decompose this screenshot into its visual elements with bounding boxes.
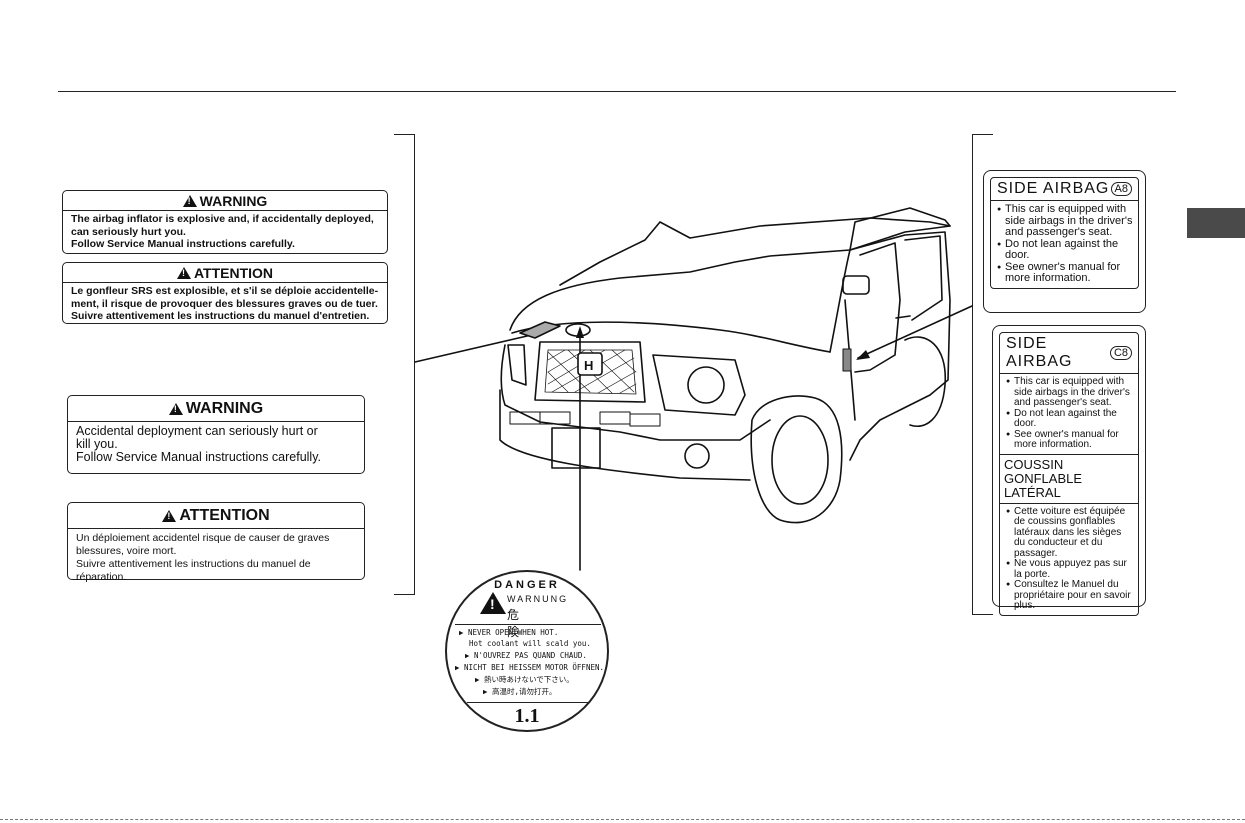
- warning-triangle-icon: [168, 403, 183, 415]
- danger-line: ▶ N'OUVREZ PAS QUAND CHAUD.: [465, 651, 587, 660]
- list-item: Cette voiture est équipée de coussins go…: [1006, 506, 1134, 560]
- danger-line: ▶ 熱い時あけないで下さい。: [475, 675, 574, 684]
- pressure-rating: 1.1: [514, 705, 540, 727]
- list-item: Ne vous appuyez pas sur la porte.: [1006, 558, 1134, 580]
- vehicle-a-pillar: [829, 249, 851, 353]
- bumper-slots: [509, 411, 661, 427]
- vehicle-side-body: [849, 231, 951, 461]
- side-airbag-list: This car is equipped with side airbags i…: [1000, 374, 1138, 454]
- side-airbag-title: SIDE AIRBAG C8: [1000, 333, 1138, 374]
- deployment-attention-label: ATTENTION Un déploiement accidentel risq…: [67, 502, 365, 583]
- inflator-warning-label: WARNING The airbag inflator is explosive…: [62, 190, 388, 254]
- side-airbag-label-a8: SIDE AIRBAG A8 This car is equipped with…: [983, 170, 1146, 313]
- headlight-left: [507, 344, 527, 386]
- warning-triangle-icon: [176, 267, 191, 279]
- deployment-warning-label: WARNING Accidental deployment can seriou…: [67, 395, 365, 474]
- inflator-warning-heading: WARNING: [63, 193, 387, 211]
- warning-triangle-icon: [162, 510, 177, 522]
- arrow-head-icon: [856, 350, 870, 360]
- door-handle: [895, 315, 911, 319]
- honda-logo-icon: H: [584, 358, 593, 373]
- vehicle-grille: [534, 341, 646, 403]
- deployment-warning-text: Accidental deployment can seriously hurt…: [76, 424, 322, 464]
- coussin-gonflable-title: COUSSIN GONFLABLE LATÉRAL: [1000, 453, 1138, 504]
- label-code-badge: A8: [1110, 182, 1132, 196]
- danger-line: ▶ NEVER OPEN WHEN HOT.: [459, 628, 559, 637]
- front-wheel-tire: [750, 395, 843, 524]
- page-header-rule: [58, 91, 1176, 92]
- side-airbag-label-c8: SIDE AIRBAG C8 This car is equipped with…: [992, 325, 1146, 616]
- vehicle-bumper-top: [500, 344, 771, 441]
- section-tab-marker: [1187, 208, 1245, 238]
- vehicle-rear-window: [904, 235, 943, 321]
- inflator-attention-label: ATTENTION Le gonfleur SRS est explosible…: [62, 262, 388, 324]
- radiator-cap-danger-label: DANGER WARNUNG 危 険 ▶ NEVER OPEN WHEN HOT…: [445, 570, 609, 732]
- inflator-attention-heading: ATTENTION: [63, 265, 387, 283]
- warnung-heading: WARNUNG: [507, 594, 569, 604]
- danger-divider: [467, 702, 589, 703]
- left-label-group-bracket: [394, 134, 415, 595]
- deployment-attention-heading: ATTENTION: [68, 505, 364, 529]
- list-item: See owner's manual for more information.: [997, 261, 1134, 285]
- coussin-gonflable-list: Cette voiture est équipée de coussins go…: [1000, 504, 1138, 615]
- leader-line: [857, 305, 973, 359]
- danger-divider: [455, 624, 601, 625]
- grille-mesh-pattern: [547, 349, 637, 394]
- warning-triangle-icon: [182, 195, 197, 207]
- list-item: Do not lean against the door.: [997, 238, 1134, 262]
- headlight-lens: [687, 366, 725, 404]
- right-label-group-bracket: [972, 134, 993, 615]
- page-footer-rule: [0, 819, 1245, 820]
- leader-line: [414, 332, 541, 363]
- honda-logo-emblem: [577, 352, 603, 376]
- danger-line: Hot coolant will scald you.: [469, 639, 591, 648]
- danger-line: ▶ 高温时,请勿打开。: [483, 687, 557, 696]
- vehicle-roof-outline: [509, 217, 951, 331]
- headlight-right: [652, 354, 746, 416]
- side-airbag-list: This car is equipped with side airbags i…: [991, 201, 1138, 288]
- inflator-warning-text: The airbag inflator is explosive and, if…: [71, 213, 374, 250]
- deployment-attention-text: Un déploiement accidentel risque de caus…: [76, 532, 330, 583]
- vehicle-bumper-bottom: [499, 389, 751, 481]
- side-airbag-label-location: [842, 348, 852, 372]
- list-item: Do not lean against the door.: [1006, 408, 1134, 430]
- label-code-badge: C8: [1109, 346, 1132, 360]
- radiator-cap-location: [565, 323, 591, 337]
- kiken-heading: 危 険: [507, 608, 540, 639]
- inflator-attention-text: Le gonfleur SRS est explosible, et s'il …: [71, 285, 379, 322]
- side-mirror: [842, 275, 870, 295]
- side-airbag-title: SIDE AIRBAG A8: [991, 178, 1138, 201]
- license-plate-area: [551, 427, 601, 469]
- list-item: This car is equipped with side airbags i…: [997, 203, 1134, 239]
- vehicle-grille-mesh: [544, 349, 637, 395]
- front-wheel-rim: [771, 415, 829, 505]
- list-item: This car is equipped with side airbags i…: [1006, 376, 1134, 409]
- deployment-warning-heading: WARNING: [68, 398, 364, 422]
- fog-light: [684, 443, 710, 469]
- danger-heading: DANGER: [494, 579, 560, 591]
- list-item: Consultez le Manuel du propriétaire pour…: [1006, 579, 1134, 612]
- vehicle-door-window: [854, 242, 901, 373]
- danger-line: ▶ NICHT BEI HEISSEM MOTOR ÖFFNEN.: [455, 663, 605, 672]
- danger-triangle-icon: [480, 592, 506, 614]
- rear-wheel-tire: [904, 336, 946, 427]
- list-item: See owner's manual for more information.: [1006, 429, 1134, 451]
- vehicle-roof-rack: [849, 207, 951, 251]
- hood-label-location: [519, 321, 561, 339]
